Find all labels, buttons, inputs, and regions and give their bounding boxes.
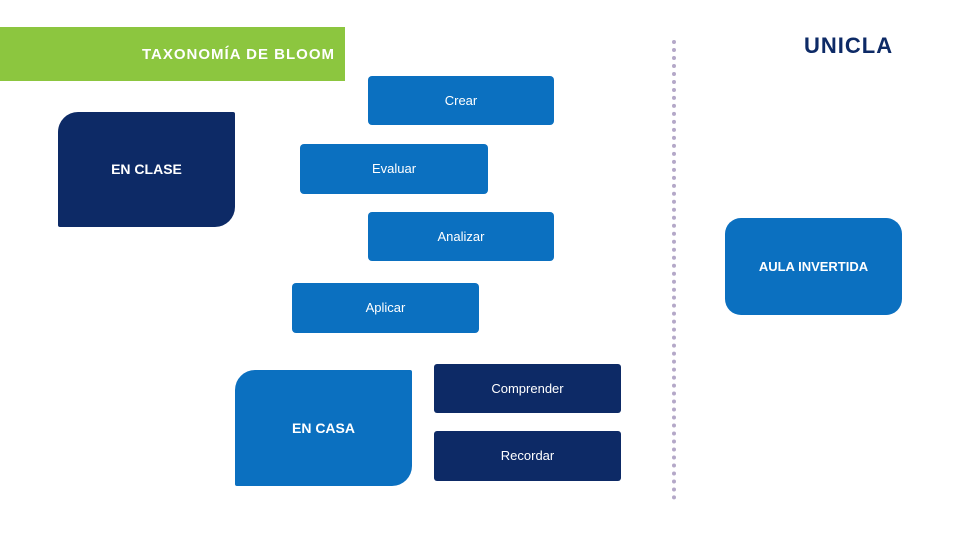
en-clase-box: EN CLASE xyxy=(58,112,235,227)
level-comprender: Comprender xyxy=(434,364,621,413)
unicla-logo: UNICLA xyxy=(804,33,894,58)
slide-title: TAXONOMÍA DE BLOOM xyxy=(142,45,335,63)
level-evaluar: Evaluar xyxy=(300,144,488,194)
level-analizar: Analizar xyxy=(368,212,554,261)
level-crear: Crear xyxy=(368,76,554,125)
aula-invertida-box: AULA INVERTIDA xyxy=(725,218,902,315)
dotted-divider xyxy=(672,40,676,500)
level-aplicar: Aplicar xyxy=(292,283,479,333)
title-banner: TAXONOMÍA DE BLOOM xyxy=(0,27,345,81)
en-casa-box: EN CASA xyxy=(235,370,412,486)
level-recordar: Recordar xyxy=(434,431,621,481)
